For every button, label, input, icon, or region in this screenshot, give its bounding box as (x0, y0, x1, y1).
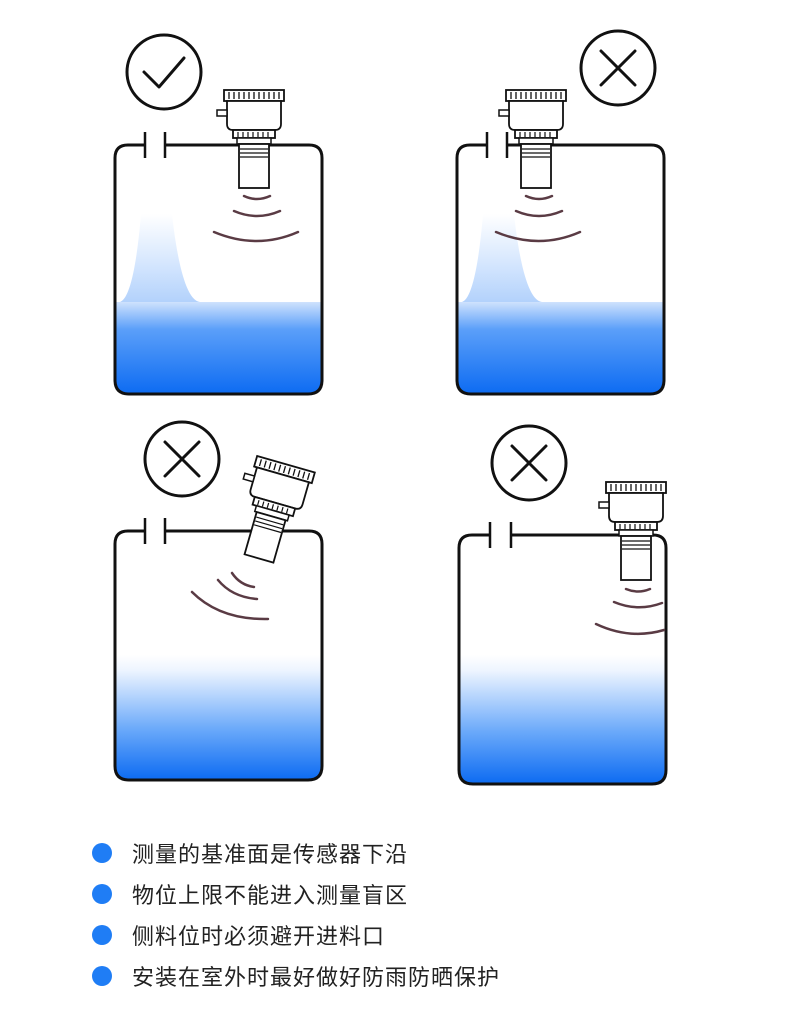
ultrasonic-sensor (222, 453, 316, 568)
liquid-level (116, 655, 321, 779)
cross-mark-icon (143, 420, 221, 498)
panel-incorrect-at-edge (457, 424, 668, 786)
note-text: 物位上限不能进入测量盲区 (132, 883, 409, 909)
tank-outline (457, 533, 668, 786)
note-text: 测量的基准面是传感器下沿 (132, 842, 409, 868)
liquid-level (460, 655, 665, 783)
bullet-icon (92, 965, 112, 986)
panel-incorrect-tilted (113, 420, 324, 782)
ultrasonic-sensor (498, 89, 567, 189)
sound-waves (212, 194, 300, 243)
sound-waves (494, 194, 582, 243)
installation-diagram (113, 29, 668, 786)
liquid-level (458, 302, 663, 393)
note-item: 安装在室外时最好做好防雨防晒保护 (92, 955, 500, 996)
material-heap (462, 214, 542, 302)
tank-outline (455, 143, 666, 396)
tank-outline (113, 529, 324, 782)
bullet-icon (92, 883, 112, 904)
note-text: 侧料位时必须避开进料口 (132, 924, 386, 950)
cross-mark-icon (579, 29, 657, 107)
note-item: 测量的基准面是传感器下沿 (92, 832, 500, 873)
material-heap (120, 214, 200, 302)
check-mark-icon (125, 33, 203, 111)
ultrasonic-sensor (216, 89, 285, 189)
notes-list: 测量的基准面是传感器下沿 物位上限不能进入测量盲区 侧料位时必须避开进料口 安装… (92, 832, 500, 996)
sound-waves (594, 587, 666, 636)
bullet-icon (92, 924, 112, 945)
note-text: 安装在室外时最好做好防雨防晒保护 (132, 965, 501, 991)
panel-incorrect-near-wall (455, 29, 666, 396)
sound-waves (190, 571, 270, 621)
bullet-icon (92, 842, 112, 863)
panel-correct-mounting (113, 33, 324, 396)
cross-mark-icon (490, 424, 568, 502)
note-item: 侧料位时必须避开进料口 (92, 914, 500, 955)
ultrasonic-sensor (598, 481, 667, 581)
tank-outline (113, 143, 324, 396)
liquid-level (116, 302, 321, 393)
note-item: 物位上限不能进入测量盲区 (92, 873, 500, 914)
